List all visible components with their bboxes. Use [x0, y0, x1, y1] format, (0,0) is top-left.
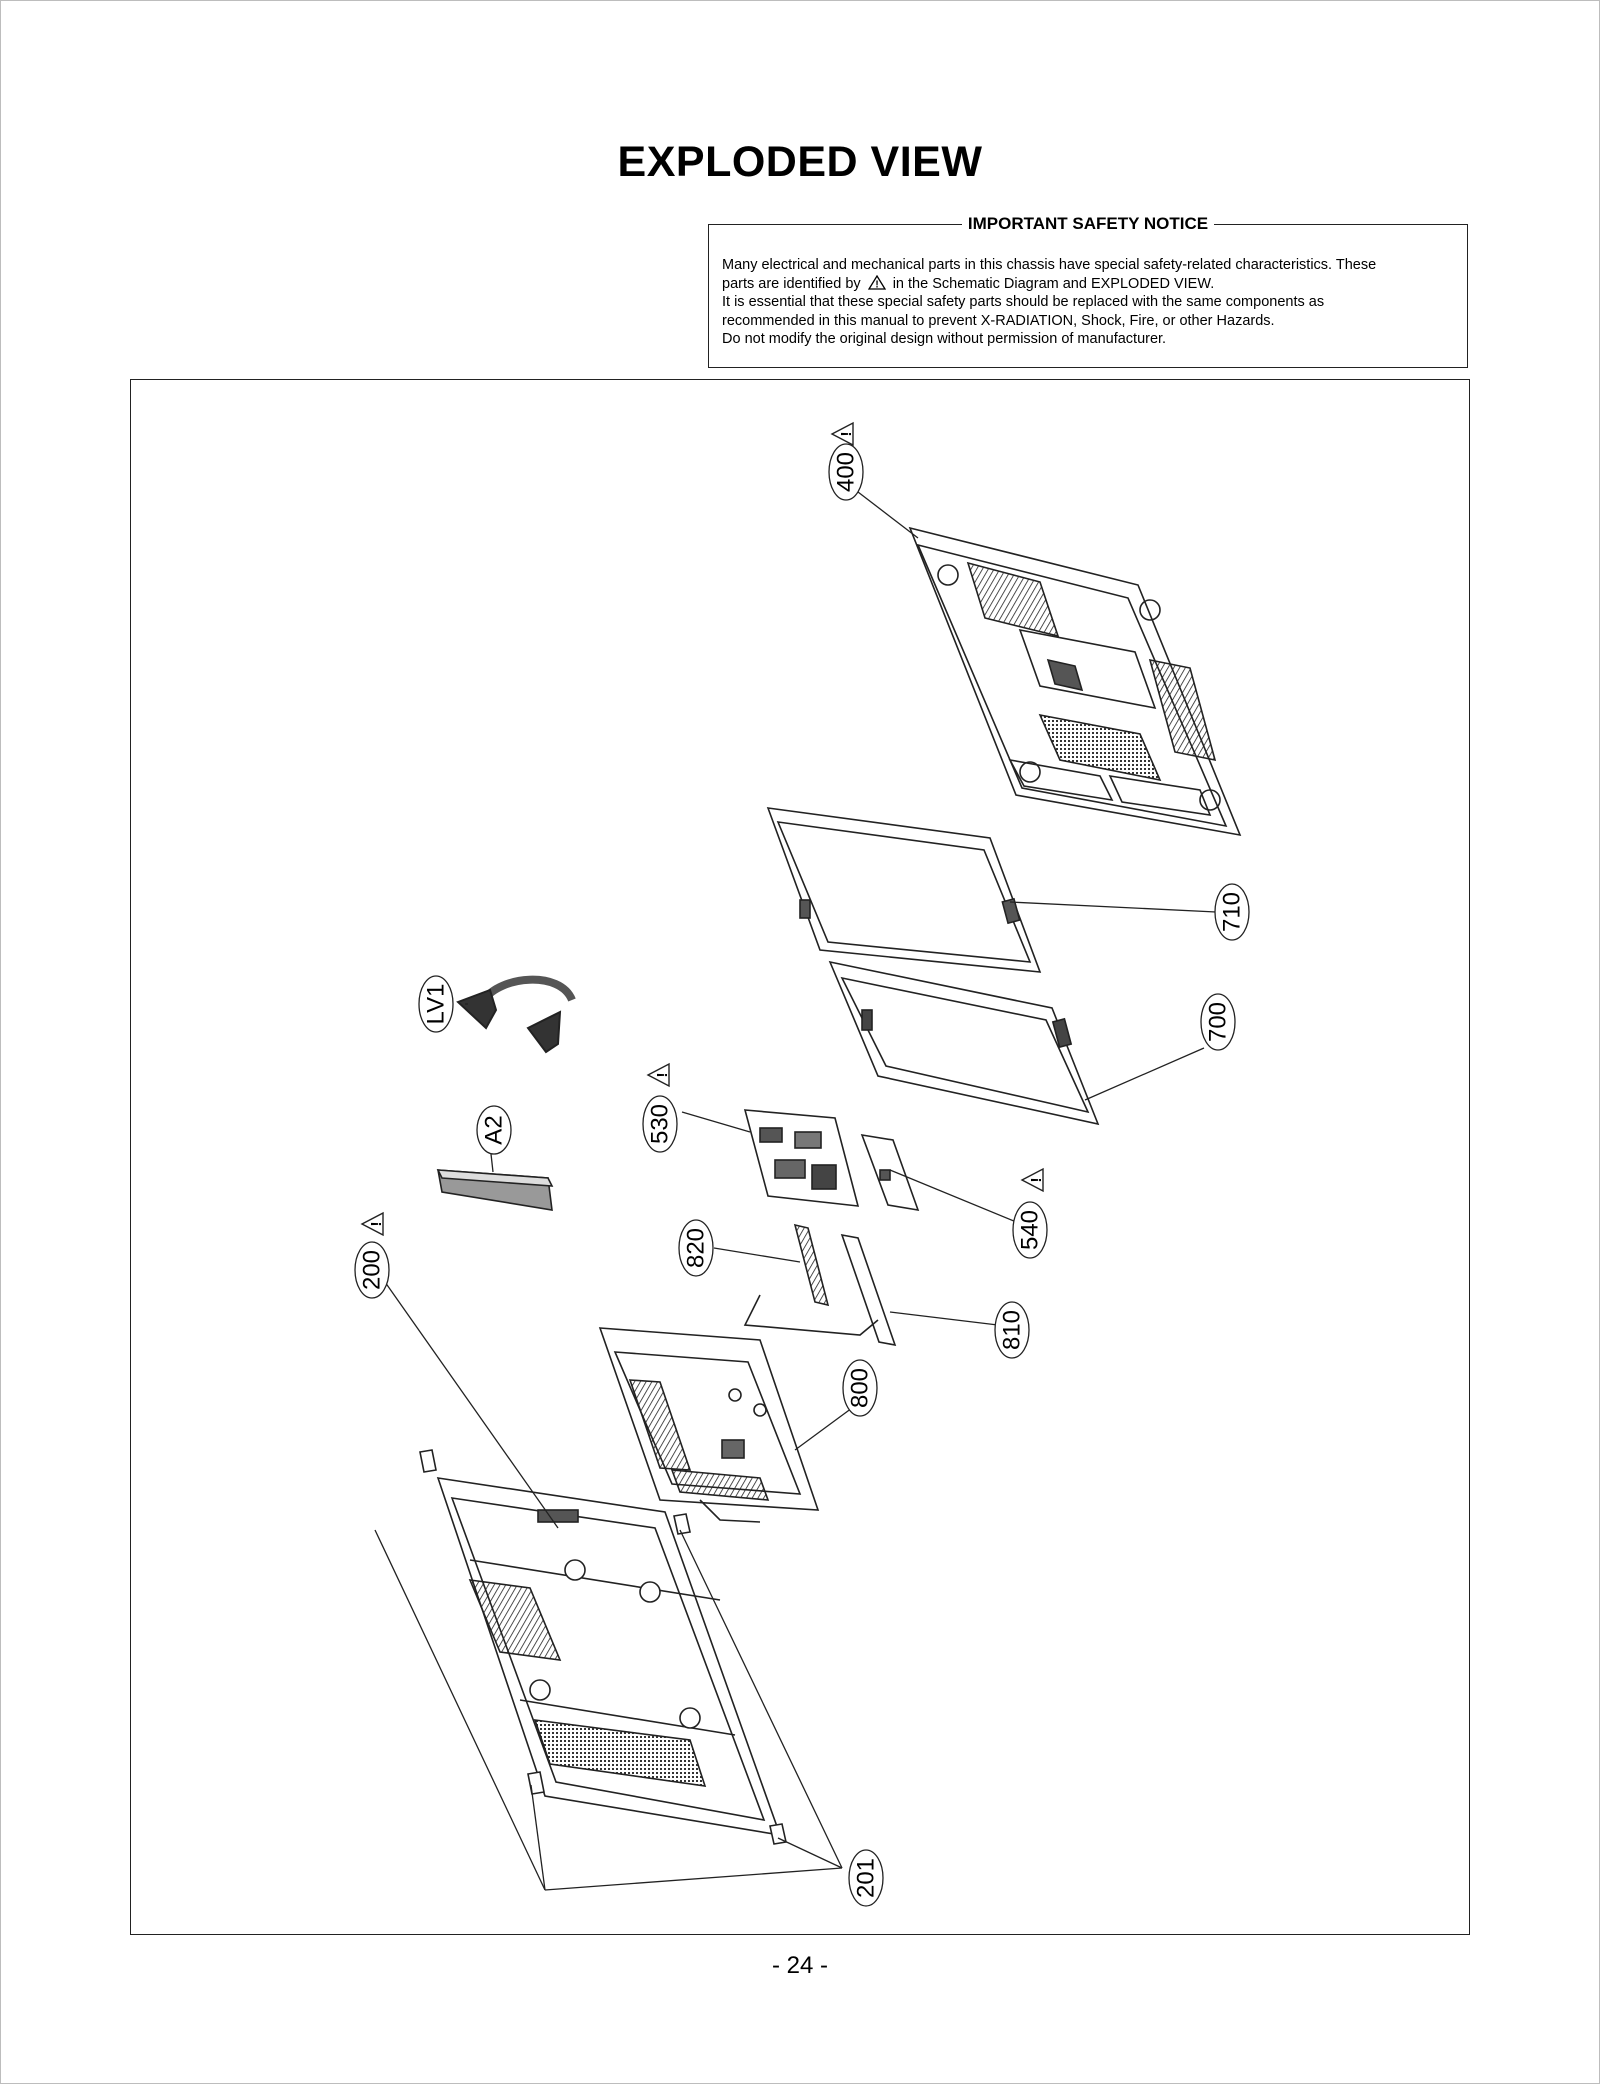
part-540-board [860, 1133, 920, 1212]
callout-label-200: 200 [359, 1250, 386, 1290]
warning-triangle-icon: ! [360, 1211, 385, 1237]
callout-label-820: 820 [683, 1228, 710, 1268]
callout-540: 540 [1012, 1201, 1048, 1259]
callout-200: 200 [354, 1241, 390, 1299]
part-A2 [436, 1169, 554, 1211]
warning-triangle-icon: ! [867, 274, 886, 290]
callout-810: 810 [994, 1301, 1030, 1359]
callout-label-710: 710 [1219, 892, 1246, 932]
callout-820: 820 [678, 1219, 714, 1277]
callout-label-201: 201 [853, 1858, 880, 1898]
notice-line-2-start: parts are identified by [722, 275, 861, 292]
callout-A2: A2 [476, 1105, 512, 1155]
notice-line-2: parts are identified by ! in the Schemat… [722, 274, 1456, 294]
svg-text:!: ! [838, 432, 855, 437]
exploded-view-frame [130, 379, 1470, 1935]
part-810-bracket [743, 1233, 897, 1347]
notice-line-4: recommended in this manual to prevent X-… [722, 312, 1275, 329]
part-LV1-cable [456, 975, 576, 1054]
svg-text:!: ! [654, 1073, 671, 1078]
part-400-rear-cover [908, 526, 1242, 837]
callout-710: 710 [1214, 883, 1250, 941]
warning-triangle-icon: ! [1020, 1167, 1045, 1193]
warning-triangle-icon: ! [646, 1062, 671, 1088]
callout-700: 700 [1200, 993, 1236, 1051]
part-200-front-cabinet [436, 1477, 782, 1837]
part-201-brackets [419, 1449, 787, 1845]
callout-201: 201 [848, 1849, 884, 1907]
warning-triangle-icon: ! [830, 421, 855, 447]
svg-text:!: ! [368, 1222, 385, 1227]
part-710-frame [766, 807, 1042, 973]
callout-label-800: 800 [847, 1368, 874, 1408]
svg-text:!: ! [875, 279, 878, 290]
callout-LV1: LV1 [418, 975, 454, 1033]
callout-label-810: 810 [999, 1310, 1026, 1350]
page-number: - 24 - [771, 1952, 828, 1979]
callout-label-540: 540 [1017, 1210, 1044, 1250]
callout-label-400: 400 [833, 452, 860, 492]
part-800-chassis [598, 1327, 820, 1523]
svg-text:!: ! [1028, 1178, 1045, 1183]
part-530-main-board [743, 1109, 860, 1207]
notice-line-1: Many electrical and mechanical parts in … [722, 257, 1377, 273]
page-title: EXPLODED VIEW [617, 138, 983, 186]
callout-530: 530 [642, 1095, 678, 1153]
notice-line-3: It is essential that these special safet… [722, 294, 1325, 310]
part-700-frame [828, 960, 1100, 1126]
part-820-bracket [793, 1223, 830, 1307]
callout-label-A2: A2 [481, 1115, 508, 1144]
callout-label-LV1: LV1 [423, 984, 450, 1025]
callout-800: 800 [842, 1359, 878, 1417]
safety-notice-heading: IMPORTANT SAFETY NOTICE [961, 214, 1215, 233]
callout-label-700: 700 [1205, 1002, 1232, 1042]
callout-label-530: 530 [647, 1104, 674, 1144]
notice-line-5: Do not modify the original design withou… [722, 331, 1167, 347]
safety-notice-text: Many electrical and mechanical parts in … [722, 256, 1456, 349]
callout-400: 400 [828, 443, 864, 501]
leader-lines [374, 491, 1217, 1891]
notice-line-2-end: in the Schematic Diagram and EXPLODED VI… [892, 275, 1215, 292]
safety-notice-box: IMPORTANT SAFETY NOTICE Many electrical … [708, 214, 1468, 368]
